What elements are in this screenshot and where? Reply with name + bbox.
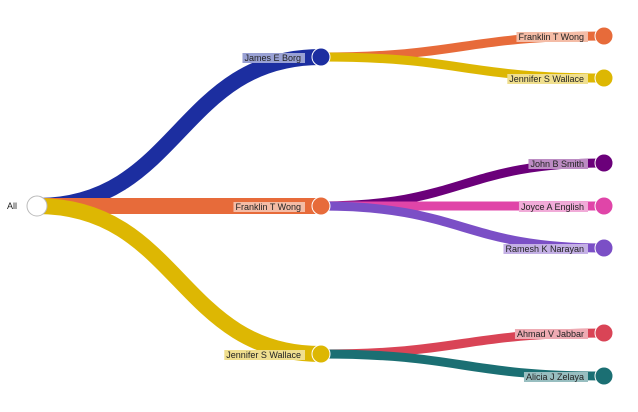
node-label-wong-english-bg <box>518 202 588 212</box>
node-borg[interactable] <box>311 47 331 67</box>
node-borg-wong[interactable] <box>594 26 614 46</box>
root-label: All <box>7 201 17 211</box>
link-wong-smith <box>320 158 605 211</box>
node-label-wong-narayan: Ramesh K Narayan <box>503 244 588 254</box>
node-wallace-jabbar[interactable] <box>594 323 614 343</box>
node-borg-wallace[interactable] <box>594 68 614 88</box>
node-label-wallace-jabbar-text: Ahmad V Jabbar <box>517 329 584 339</box>
node-label-borg-bg <box>242 53 305 63</box>
node-label-borg-wong: Franklin T Wong <box>516 32 588 42</box>
node-label-wallace-text: Jennifer S Wallace <box>226 350 301 360</box>
node-label-wallace-zelaya-bg <box>523 372 588 382</box>
node-label-wong-english: Joyce A English <box>518 202 588 212</box>
node-label-wong-narayan-text: Ramesh K Narayan <box>505 244 584 254</box>
node-wong-english[interactable] <box>594 196 614 216</box>
node-label-borg-text: James E Borg <box>244 53 301 63</box>
node-label-wallace-zelaya: Alicia J Zelaya <box>523 372 588 382</box>
node-label-wong-text: Franklin T Wong <box>235 202 301 212</box>
node-label-wong-narayan-bg <box>503 244 588 254</box>
node-wallace[interactable] <box>311 344 331 364</box>
node-label-borg-wallace-text: Jennifer S Wallace <box>509 74 584 84</box>
node-wong-smith[interactable] <box>594 153 614 173</box>
link-borg <box>36 49 322 214</box>
link-wallace <box>36 198 322 362</box>
node-label-wallace: Jennifer S Wallace <box>224 350 305 360</box>
node-label-wallace-bg <box>224 350 305 360</box>
node-label-wallace-jabbar: Ahmad V Jabbar <box>514 329 588 339</box>
root-node[interactable] <box>26 195 48 217</box>
node-label-wong-smith: John B Smith <box>528 159 588 169</box>
node-label-wallace-zelaya-text: Alicia J Zelaya <box>526 372 584 382</box>
node-label-wong-smith-text: John B Smith <box>530 159 584 169</box>
link-wong-narayan <box>320 201 605 253</box>
node-wallace-zelaya[interactable] <box>594 366 614 386</box>
node-label-wong-bg <box>233 202 305 212</box>
node-label-borg-wallace: Jennifer S Wallace <box>507 74 588 84</box>
node-label-borg-wallace-bg <box>507 74 588 84</box>
node-wong-narayan[interactable] <box>594 238 614 258</box>
node-label-borg: James E Borg <box>242 53 305 63</box>
node-label-wong: Franklin T Wong <box>233 202 305 212</box>
node-label-borg-wong-bg <box>516 32 588 42</box>
node-label-wallace-jabbar-bg <box>514 329 588 339</box>
node-label-borg-wong-text: Franklin T Wong <box>518 32 584 42</box>
node-label-wong-smith-bg <box>528 159 588 169</box>
node-wong[interactable] <box>311 196 331 216</box>
root-label-text: All <box>7 201 17 211</box>
node-label-wong-english-text: Joyce A English <box>521 202 584 212</box>
